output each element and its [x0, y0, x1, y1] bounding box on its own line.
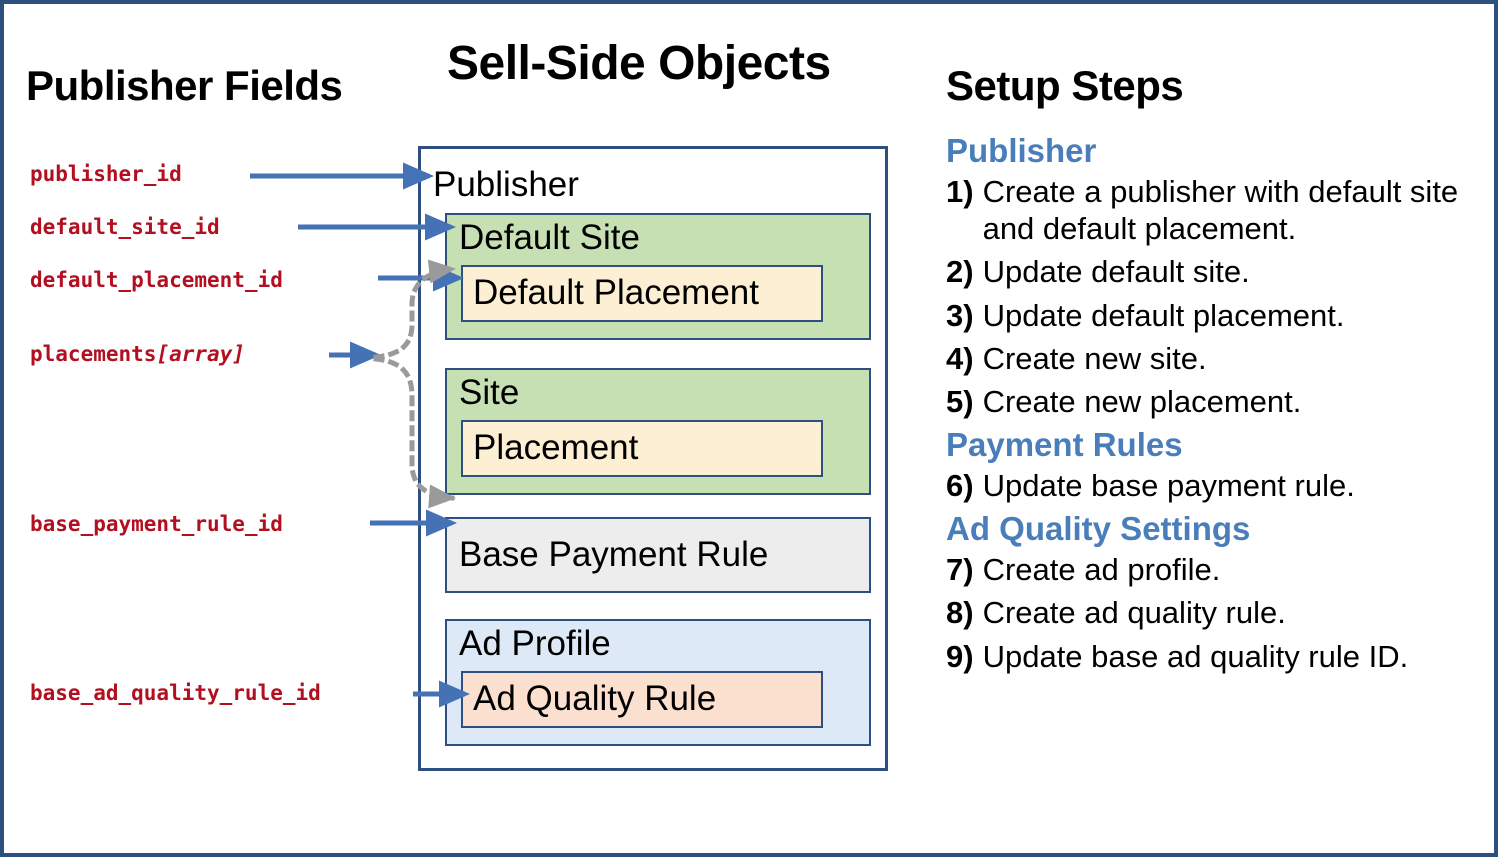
field-label-base-payment-rule-id: base_payment_rule_id	[30, 512, 283, 536]
object-label-default-site: Default Site	[459, 218, 640, 257]
field-label-default-site-id: default_site_id	[30, 215, 220, 239]
object-label-default-placement: Default Placement	[473, 273, 759, 312]
step-item: 2) Update default site.	[946, 253, 1486, 290]
field-name: base_ad_quality_rule_id	[30, 681, 321, 705]
step-number: 1)	[946, 173, 974, 209]
object-box-site: Site Placement	[445, 368, 871, 495]
step-item: 1) Create a publisher with default site …	[946, 173, 1486, 247]
field-label-base-ad-quality-rule-id: base_ad_quality_rule_id	[30, 681, 321, 705]
step-number: 5)	[946, 383, 974, 419]
steps-heading-payment-rules: Payment Rules	[946, 426, 1183, 464]
step-text: Update base ad quality rule ID.	[982, 638, 1409, 674]
step-text: Update base payment rule.	[982, 468, 1355, 503]
field-label-publisher-id: publisher_id	[30, 162, 182, 186]
object-box-placement: Placement	[461, 420, 823, 477]
step-text: Create ad quality rule.	[982, 595, 1286, 631]
step-item: 6) Update base payment rule.	[946, 467, 1486, 504]
step-text: Create ad profile.	[982, 552, 1221, 588]
field-array-suffix: [array]	[156, 342, 245, 366]
object-box-ad-quality-rule: Ad Quality Rule	[461, 671, 823, 728]
object-box-base-payment-rule: Base Payment Rule	[445, 517, 871, 593]
field-name: default_placement_id	[30, 268, 283, 292]
step-text: Update default site.	[982, 254, 1250, 290]
setup-steps-title: Setup Steps	[946, 62, 1184, 109]
step-number: 8)	[946, 595, 974, 631]
sell-side-objects-container: Publisher Default Site Default Placement…	[418, 146, 888, 771]
step-number: 3)	[946, 297, 974, 333]
field-name: publisher_id	[30, 162, 182, 186]
step-item: 8) Create ad quality rule.	[946, 594, 1486, 631]
step-item: 4) Create new site.	[946, 340, 1486, 377]
object-box-default-placement: Default Placement	[461, 265, 823, 322]
object-box-default-site: Default Site Default Placement	[445, 213, 871, 340]
object-label-publisher: Publisher	[433, 165, 579, 204]
step-number: 7)	[946, 552, 974, 588]
step-number: 4)	[946, 340, 974, 376]
field-name: placements	[30, 342, 157, 366]
step-item: 5) Create new placement.	[946, 383, 1486, 420]
field-label-placements: placements[array]	[30, 342, 245, 366]
object-label-site: Site	[459, 373, 520, 412]
step-text: Update default placement.	[982, 297, 1345, 333]
field-name: base_payment_rule_id	[30, 512, 283, 536]
steps-heading-ad-quality-settings: Ad Quality Settings	[946, 510, 1251, 548]
field-name: default_site_id	[30, 215, 220, 239]
step-text: Create a publisher with default site and…	[982, 173, 1459, 247]
step-item: 9) Update base ad quality rule ID.	[946, 638, 1486, 675]
step-text: Create new site.	[982, 340, 1207, 376]
field-label-default-placement-id: default_placement_id	[30, 268, 283, 292]
step-item: 7) Create ad profile.	[946, 551, 1486, 588]
object-label-base-payment-rule: Base Payment Rule	[459, 535, 769, 574]
object-box-ad-profile: Ad Profile Ad Quality Rule	[445, 619, 871, 746]
setup-steps-list: Publisher 1) Create a publisher with def…	[946, 132, 1486, 681]
step-number: 2)	[946, 254, 974, 290]
steps-heading-publisher: Publisher	[946, 132, 1097, 169]
object-label-ad-profile: Ad Profile	[459, 624, 611, 663]
step-item: 3) Update default placement.	[946, 297, 1486, 334]
step-text: Create new placement.	[982, 383, 1302, 419]
publisher-fields-title: Publisher Fields	[26, 62, 343, 109]
step-number: 9)	[946, 638, 974, 674]
object-label-placement: Placement	[473, 428, 639, 467]
sell-side-objects-title: Sell-Side Objects	[447, 37, 831, 90]
step-number: 6)	[946, 468, 974, 503]
object-label-ad-quality-rule: Ad Quality Rule	[473, 679, 717, 718]
